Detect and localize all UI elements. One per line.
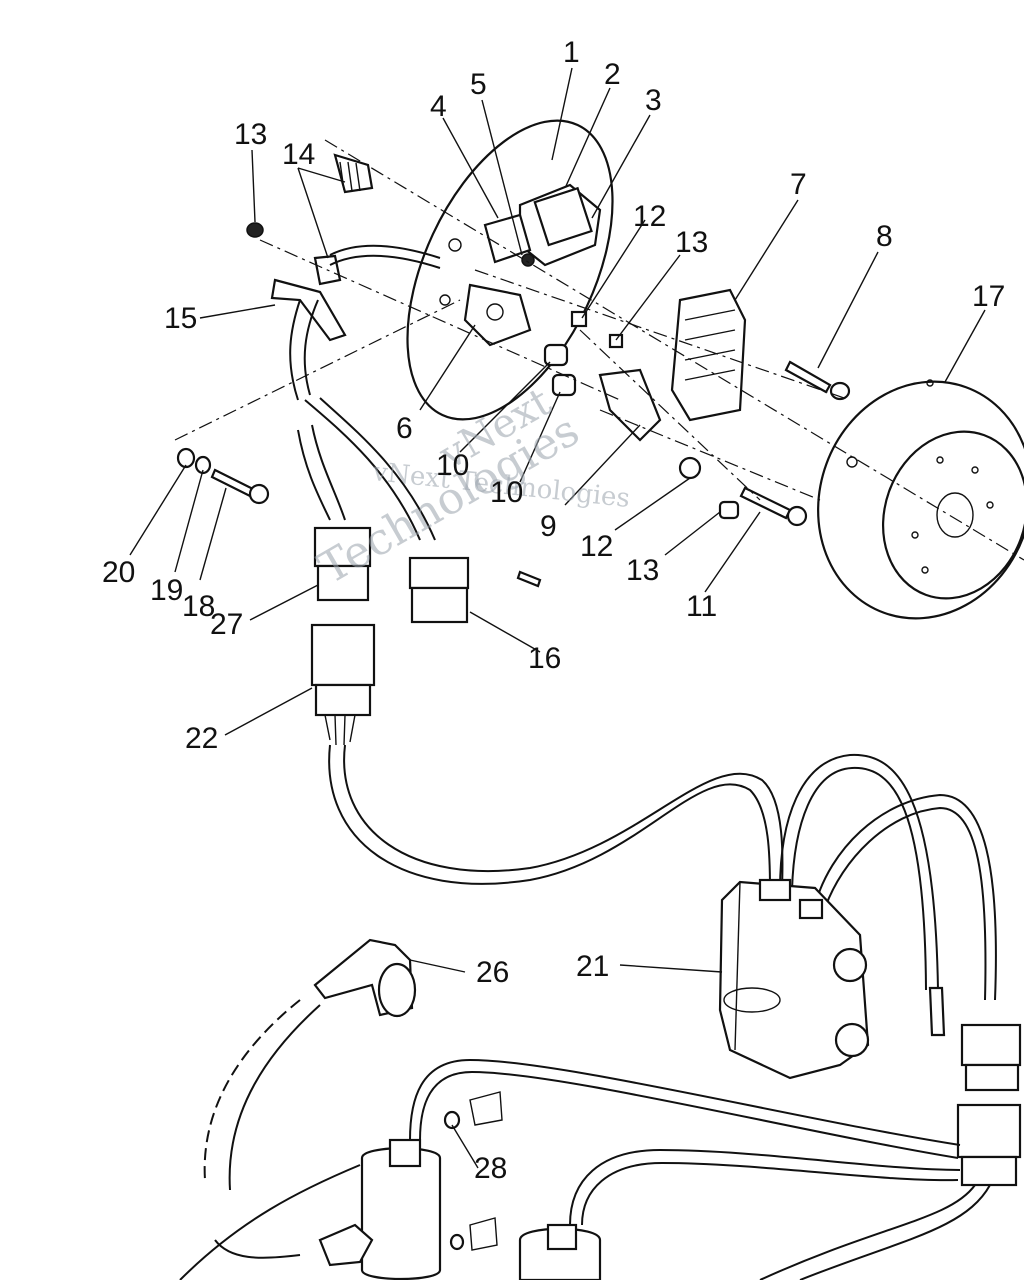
callout-13a: 13 — [234, 118, 267, 151]
nut — [608, 333, 624, 349]
screw — [739, 486, 808, 527]
lighting-coil — [463, 283, 532, 347]
callout-19: 19 — [150, 574, 183, 607]
callout-12a: 12 — [633, 200, 666, 233]
terminal — [928, 986, 946, 1037]
callout-6: 6 — [396, 412, 413, 445]
callout-12b: 12 — [580, 530, 613, 563]
mount-bolt — [469, 1091, 503, 1126]
callout-10a: 10 — [436, 449, 469, 482]
main-harness — [328, 744, 771, 891]
coil-wire — [581, 1161, 959, 1226]
connector — [313, 526, 372, 602]
callout-14: 14 — [282, 138, 315, 171]
stator-wire — [304, 399, 421, 541]
callout-26: 26 — [476, 956, 509, 989]
hv-lead — [214, 1239, 301, 1259]
harness-branch — [824, 806, 987, 1001]
coil-wire — [419, 1070, 959, 1159]
callout-21: 21 — [576, 950, 609, 983]
flywheel — [817, 379, 1024, 620]
stator-wire — [297, 429, 331, 521]
harness-connector — [310, 623, 376, 746]
callout-8: 8 — [876, 220, 893, 253]
callout-17: 17 — [972, 280, 1005, 313]
callout-13c: 13 — [626, 554, 659, 587]
callout-3: 3 — [645, 84, 662, 117]
stator-wire — [329, 254, 441, 269]
stator-wire — [329, 244, 441, 259]
callout-15: 15 — [164, 302, 197, 335]
lock-washer — [194, 455, 212, 475]
callout-18: 18 — [182, 590, 215, 623]
bolt — [516, 570, 542, 588]
spacer — [551, 373, 577, 397]
connector — [408, 556, 470, 624]
assembly-axes — [174, 139, 1024, 561]
grommet — [333, 153, 374, 194]
washer — [443, 1110, 461, 1130]
ignition-coil — [318, 1138, 442, 1280]
callout-5: 5 — [470, 68, 487, 101]
callout-22: 22 — [185, 722, 218, 755]
callout-27: 27 — [210, 608, 243, 641]
screw — [210, 468, 270, 505]
nut — [718, 500, 740, 520]
callout-9: 9 — [540, 510, 557, 543]
nut — [246, 222, 264, 238]
connector — [960, 1023, 1022, 1092]
callout-labels: 1 2 3 4 5 6 7 8 9 10 10 11 12 12 13 13 1… — [102, 36, 1005, 1185]
hv-lead — [179, 1164, 361, 1280]
callout-13b: 13 — [675, 226, 708, 259]
charging-coil — [598, 288, 747, 480]
main-harness — [343, 744, 784, 889]
washer — [449, 1233, 465, 1251]
spark-plug-cap — [313, 938, 417, 1018]
connector — [956, 1103, 1022, 1187]
callout-7: 7 — [790, 168, 807, 201]
mount-bolt — [469, 1217, 498, 1251]
hv-lead — [203, 999, 301, 1181]
hv-lead — [228, 1004, 321, 1191]
ignition-coil-assembly — [483, 183, 602, 267]
coil-wire — [409, 1058, 961, 1146]
harness-wire — [799, 1184, 991, 1280]
callout-16: 16 — [528, 642, 561, 675]
harness-branch — [814, 793, 997, 1001]
callout-1: 1 — [563, 36, 580, 69]
harness-wire — [759, 1184, 976, 1280]
callout-2: 2 — [604, 58, 621, 91]
callout-28: 28 — [474, 1152, 507, 1185]
cdi-unit — [718, 878, 870, 1080]
callout-20: 20 — [102, 556, 135, 589]
stator-wire — [289, 299, 301, 401]
harness-branch — [779, 753, 939, 991]
stator-wire — [311, 424, 346, 521]
stator-wire — [319, 397, 436, 541]
stator-wire — [303, 299, 319, 396]
coil-wire — [569, 1148, 961, 1226]
spacer — [543, 343, 569, 367]
callout-4: 4 — [430, 90, 447, 123]
washer — [176, 447, 196, 469]
callout-10b: 10 — [490, 476, 523, 509]
callout-11: 11 — [686, 590, 717, 623]
nut — [570, 310, 588, 328]
harness-branch — [791, 766, 927, 991]
leader-lines — [129, 67, 986, 1169]
ignition-coil — [518, 1223, 602, 1280]
